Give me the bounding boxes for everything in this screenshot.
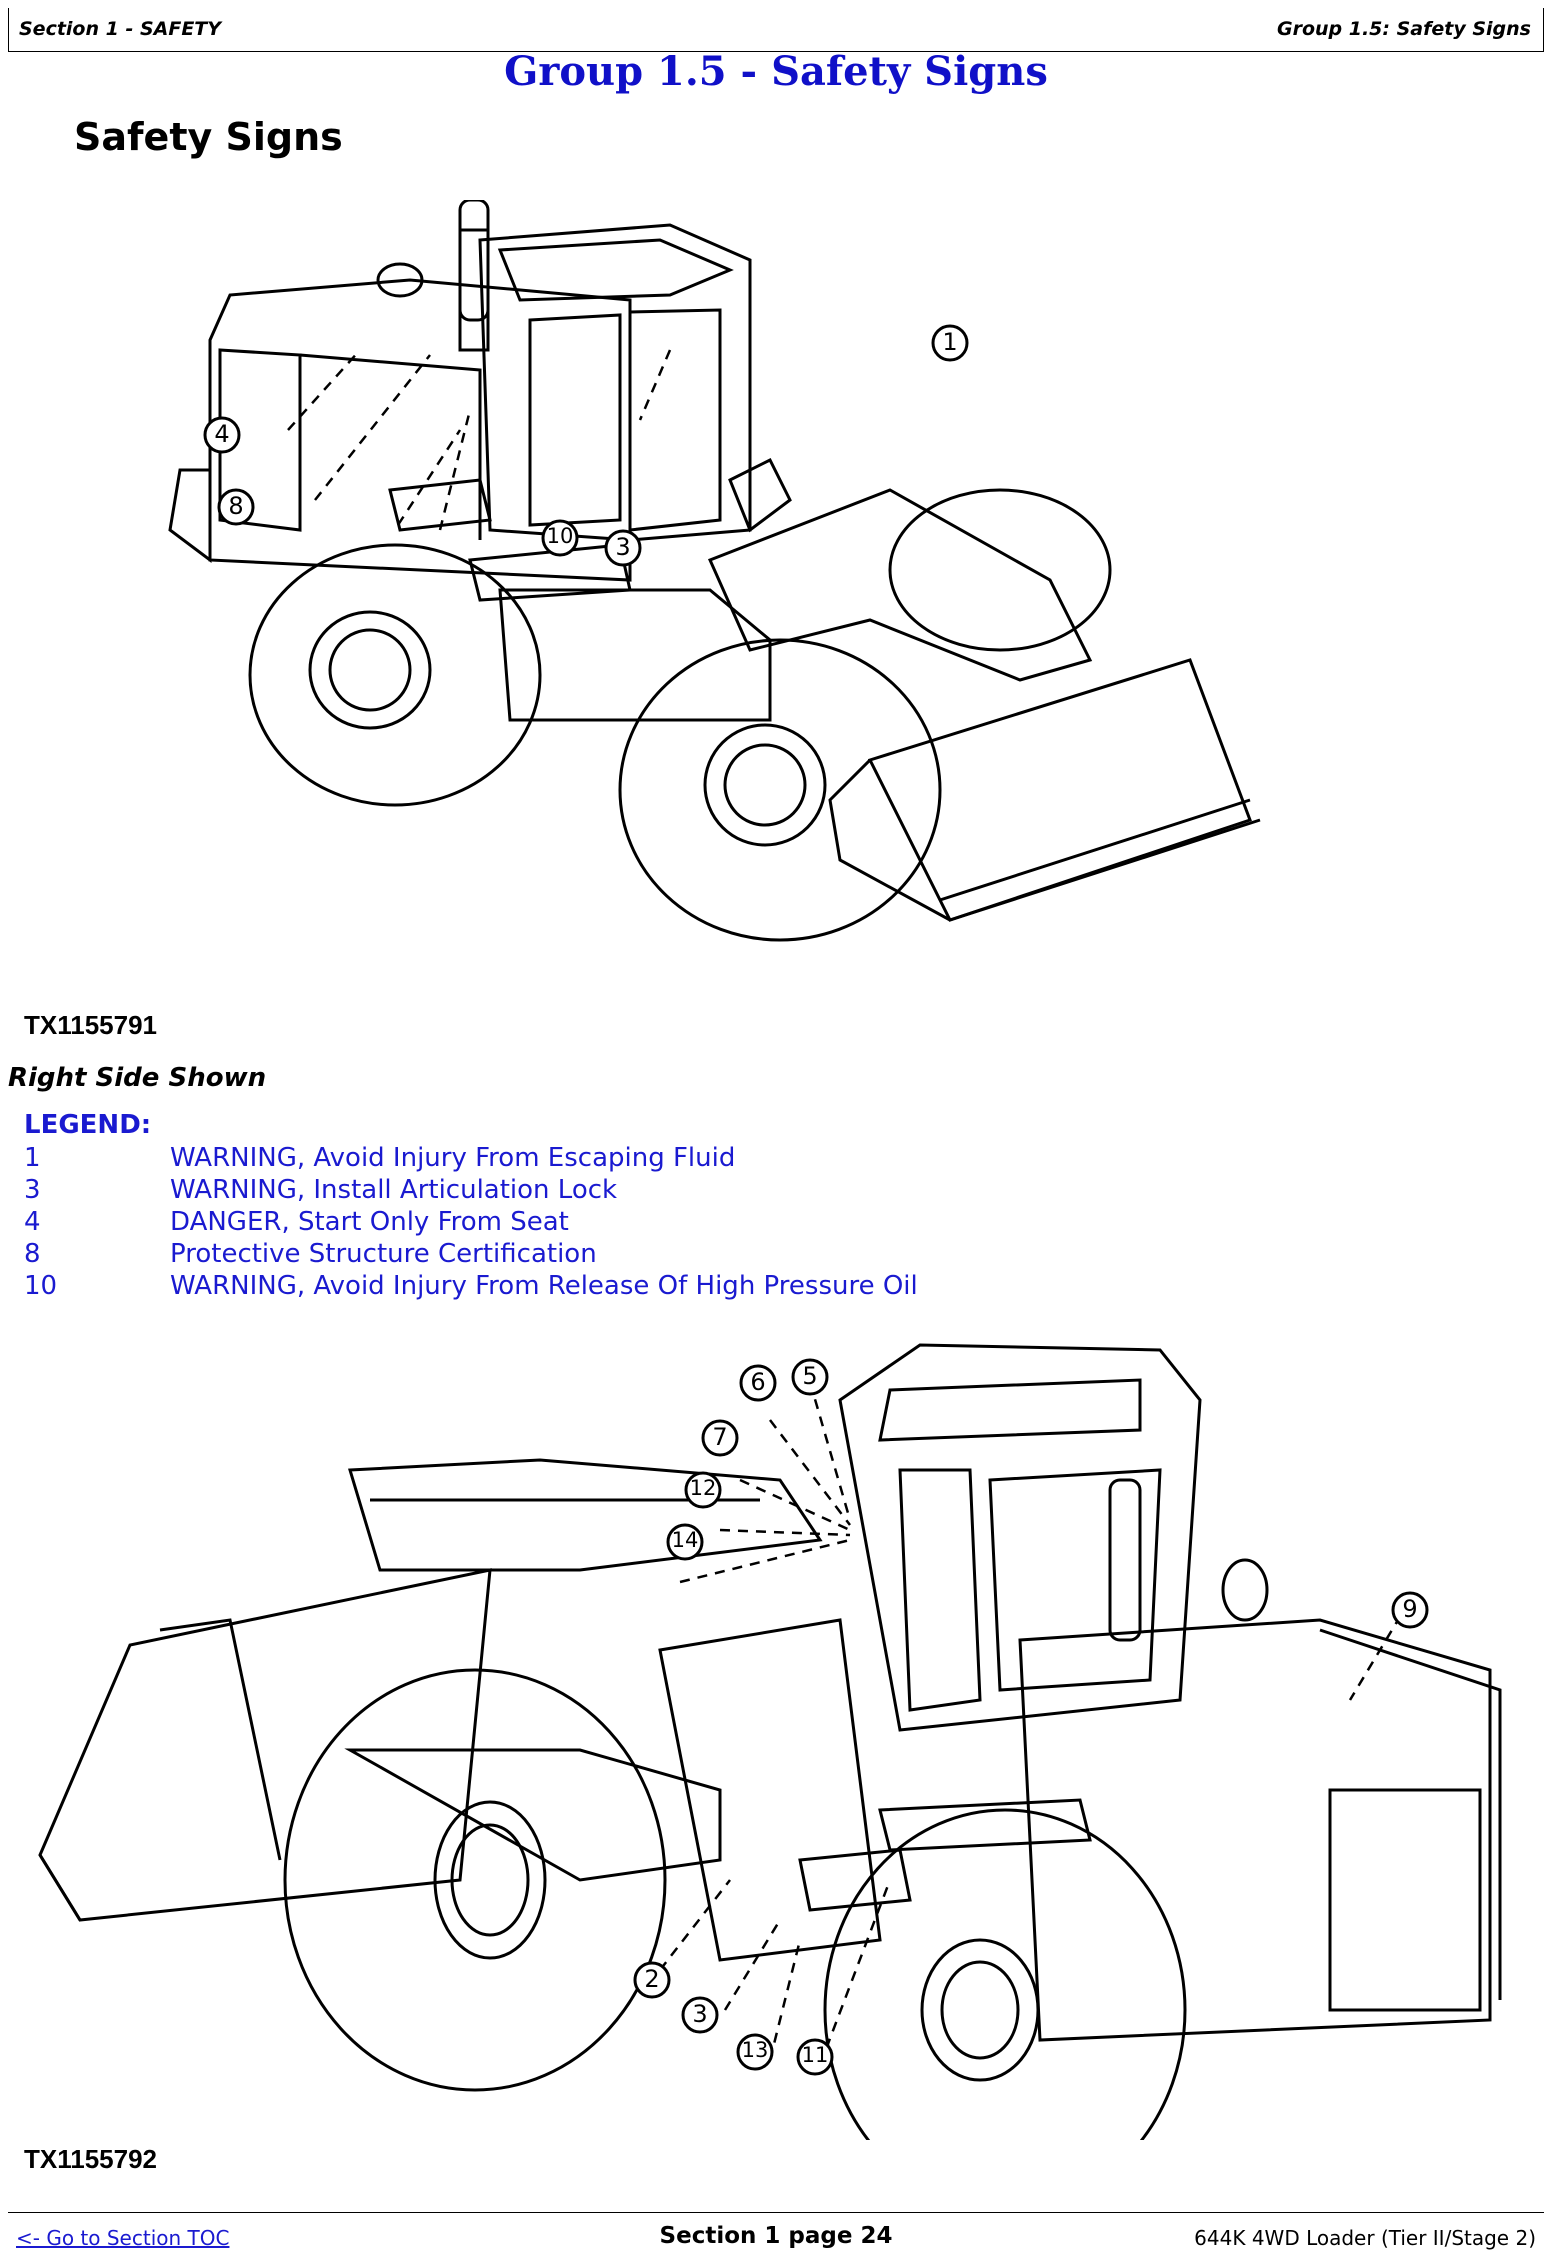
callout-12: 12 xyxy=(689,1476,717,1500)
legend-text: DANGER, Start Only From Seat xyxy=(170,1207,569,1237)
callout-14: 14 xyxy=(671,1528,699,1552)
callout-6: 6 xyxy=(750,1368,766,1396)
figure1-id: TX1155791 xyxy=(24,1010,158,1040)
legend-item: 8 Protective Structure Certification xyxy=(24,1238,918,1270)
callout-1: 1 xyxy=(942,328,958,356)
legend-number: 1 xyxy=(24,1143,41,1173)
callout-11: 11 xyxy=(801,2043,829,2067)
callout-4: 4 xyxy=(214,420,230,448)
callout-7: 7 xyxy=(712,1423,728,1451)
callout-13: 13 xyxy=(741,2038,769,2062)
legend-text: WARNING, Avoid Injury From Release Of Hi… xyxy=(170,1271,918,1301)
callout-2: 2 xyxy=(644,1965,660,1993)
legend-item: 1 WARNING, Avoid Injury From Escaping Fl… xyxy=(24,1142,918,1174)
legend-item: 10 WARNING, Avoid Injury From Release Of… xyxy=(24,1270,918,1302)
loader-left-side-illustration xyxy=(38,1343,1502,2140)
legend: LEGEND: 1 WARNING, Avoid Injury From Esc… xyxy=(24,1110,918,1302)
figure1-caption: Right Side Shown xyxy=(8,1063,267,1093)
section-toc-link[interactable]: <- Go to Section TOC xyxy=(16,2226,230,2250)
legend-item: 3 WARNING, Install Articulation Lock xyxy=(24,1174,918,1206)
legend-text: WARNING, Install Articulation Lock xyxy=(170,1175,618,1205)
legend-title: LEGEND: xyxy=(24,1110,152,1140)
header-group: Group 1.5: Safety Signs xyxy=(1276,18,1531,40)
legend-text: WARNING, Avoid Injury From Escaping Flui… xyxy=(170,1143,736,1173)
section-heading: Safety Signs xyxy=(74,115,343,159)
header-section: Section 1 - SAFETY xyxy=(19,18,222,40)
page-number: Section 1 page 24 xyxy=(659,2223,893,2249)
legend-text: Protective Structure Certification xyxy=(170,1239,597,1269)
page-header: Section 1 - SAFETY Group 1.5: Safety Sig… xyxy=(8,8,1544,52)
model-name: 644K 4WD Loader (Tier II/Stage 2) xyxy=(1194,2226,1536,2250)
callout-3: 3 xyxy=(692,2000,708,2028)
legend-item: 4 DANGER, Start Only From Seat xyxy=(24,1206,918,1238)
figure2-id: TX1155792 xyxy=(24,2144,158,2174)
legend-number: 4 xyxy=(24,1207,41,1237)
legend-number: 8 xyxy=(24,1239,41,1269)
callout-5: 5 xyxy=(802,1362,818,1390)
callout-8: 8 xyxy=(228,492,244,520)
callout-10: 10 xyxy=(546,524,574,548)
page-title: Group 1.5 - Safety Signs xyxy=(504,48,1048,95)
page-footer: <- Go to Section TOC Section 1 page 24 6… xyxy=(8,2212,1544,2257)
callout-3: 3 xyxy=(615,533,631,561)
figure2-callouts: 6 5 7 12 14 9 2 3 13 11 xyxy=(20,1320,1530,2140)
figure1-callouts: 1 4 8 10 3 xyxy=(150,200,1410,1030)
legend-number: 10 xyxy=(24,1271,58,1301)
loader-right-side-illustration xyxy=(168,200,1261,942)
callout-9: 9 xyxy=(1402,1595,1418,1623)
legend-number: 3 xyxy=(24,1175,41,1205)
